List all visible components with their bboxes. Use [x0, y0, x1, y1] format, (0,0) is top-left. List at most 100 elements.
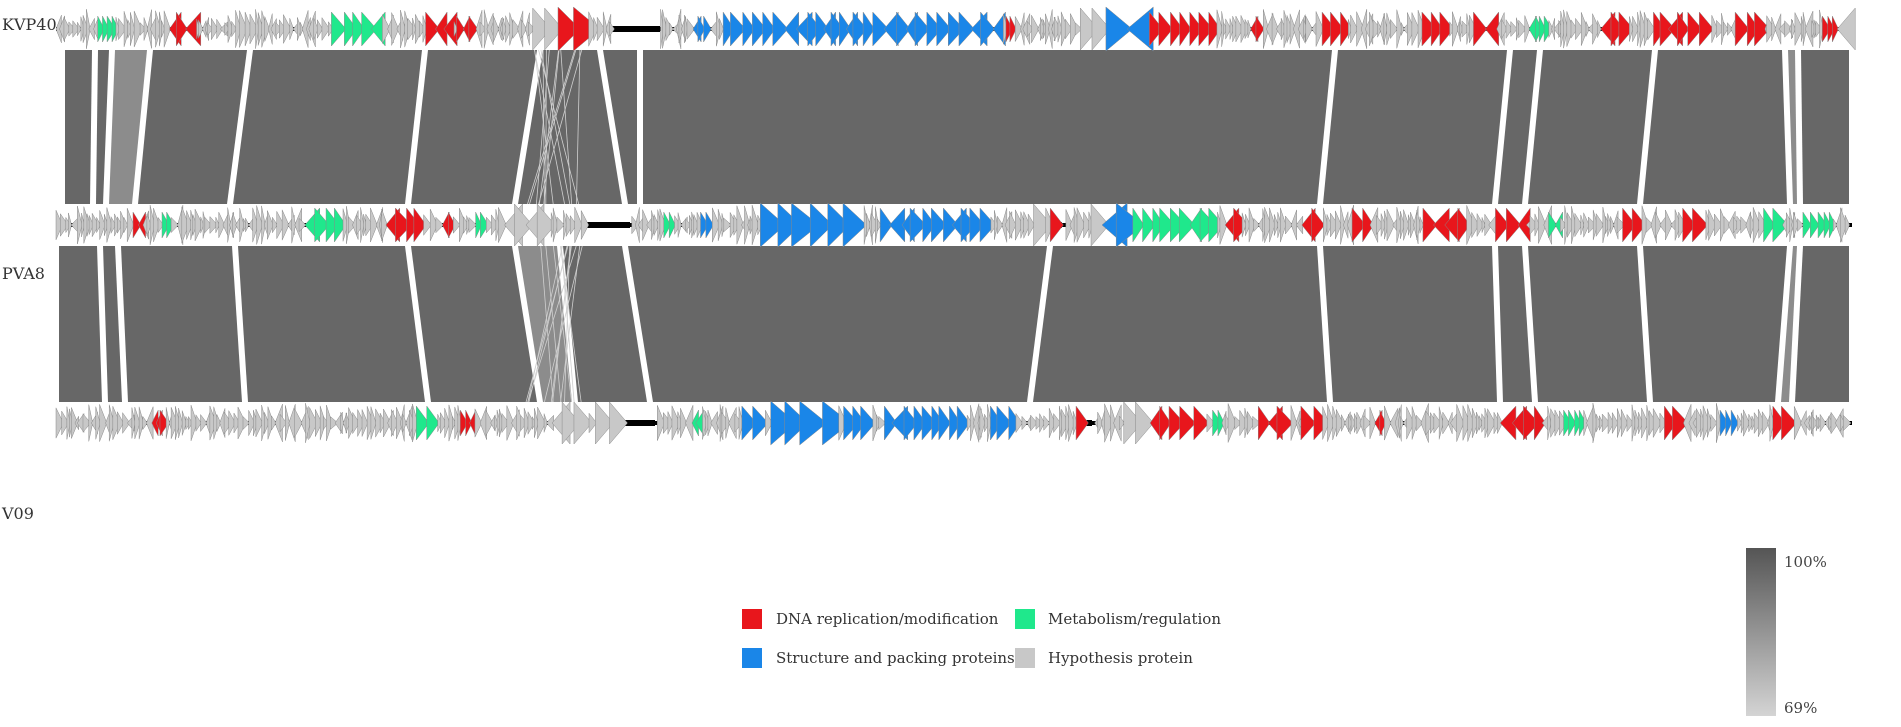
- gene-arrow-hypothetical: [1524, 15, 1531, 43]
- gene-arrow-hypothetical: [1757, 409, 1765, 437]
- gene-arrow-annotated: [815, 11, 829, 47]
- gene-arrow-annotated: [1659, 11, 1676, 47]
- gene-arrow-hypothetical: [595, 401, 614, 445]
- gene-arrow-hypothetical: [1793, 406, 1802, 440]
- identity-scale-bar: [1746, 548, 1776, 716]
- gene-arrow-annotated: [1653, 11, 1666, 47]
- gene-arrow-hypothetical: [448, 404, 455, 442]
- genome-label-pva8: PVA8: [2, 264, 45, 283]
- gene-arrow-annotated: [1208, 207, 1224, 243]
- gene-arrow-annotated: [741, 405, 757, 441]
- rearrangement-line: [564, 245, 571, 403]
- gene-arrow-hypothetical: [192, 214, 197, 236]
- gene-arrow-annotated: [97, 15, 105, 43]
- gene-arrow-hypothetical: [323, 415, 329, 431]
- gene-arrow-annotated: [1311, 207, 1325, 243]
- gene-arrow-hypothetical: [382, 14, 391, 44]
- gene-arrow-hypothetical: [1020, 211, 1026, 239]
- gene-arrow-hypothetical: [1386, 12, 1392, 46]
- gene-arrow-hypothetical: [1707, 408, 1712, 438]
- gene-arrow-hypothetical: [561, 401, 581, 445]
- gene-arrow-annotated: [921, 405, 937, 441]
- gene-arrow-hypothetical: [1348, 19, 1352, 39]
- gene-arrow-annotated: [1533, 405, 1546, 441]
- rearrangement-line: [560, 245, 581, 403]
- gene-arrow-hypothetical: [1425, 410, 1434, 436]
- gene-arrow-hypothetical: [1033, 203, 1052, 247]
- gene-arrow-hypothetical: [1510, 20, 1518, 38]
- gene-arrow-hypothetical: [267, 210, 274, 240]
- gene-arrow-hypothetical: [1356, 11, 1365, 47]
- gene-arrow-hypothetical: [1217, 212, 1222, 238]
- gene-arrow-annotated: [1132, 207, 1145, 243]
- gene-arrow-annotated: [175, 11, 188, 47]
- gene-arrow-hypothetical: [1751, 415, 1756, 431]
- gene-arrow-hypothetical: [1819, 413, 1827, 433]
- gene-arrow-hypothetical: [1229, 18, 1234, 40]
- gene-arrow-hypothetical: [1652, 408, 1662, 438]
- legend-swatch-dna: [742, 609, 762, 629]
- gene-arrow-hypothetical: [1753, 411, 1762, 435]
- gene-arrow-hypothetical: [1592, 403, 1598, 443]
- gene-arrow-annotated: [456, 15, 465, 43]
- gene-arrow-hypothetical: [609, 401, 628, 445]
- gene-arrow-hypothetical: [1119, 415, 1125, 431]
- gene-arrow-hypothetical: [691, 211, 696, 239]
- gene-arrow-hypothetical: [523, 407, 530, 439]
- gene-arrow-annotated: [949, 405, 962, 441]
- genome-track-v09: [55, 400, 1852, 446]
- gene-arrow-hypothetical: [267, 406, 274, 440]
- gene-arrow-hypothetical: [415, 14, 423, 44]
- gene-arrow-annotated: [334, 207, 347, 243]
- rearrangement-line: [529, 49, 577, 205]
- gene-arrow-hypothetical: [609, 20, 615, 38]
- rearrangement-line: [538, 49, 580, 205]
- gene-arrow-hypothetical: [1716, 19, 1725, 39]
- gene-arrow-hypothetical: [1216, 9, 1223, 49]
- gene-arrow-hypothetical: [1599, 415, 1604, 431]
- gene-arrow-annotated: [1832, 15, 1839, 43]
- gene-arrow-hypothetical: [1515, 17, 1521, 41]
- gene-arrow-hypothetical: [204, 216, 212, 234]
- gene-arrow-hypothetical: [1471, 211, 1480, 239]
- gene-arrow-hypothetical: [532, 7, 552, 51]
- gene-arrow-hypothetical: [321, 16, 330, 42]
- gene-arrow-hypothetical: [721, 411, 729, 435]
- gene-arrow-hypothetical: [1091, 7, 1111, 51]
- gene-arrow-annotated: [1193, 405, 1210, 441]
- gene-arrow-annotated: [705, 211, 714, 239]
- gene-arrow-hypothetical: [1830, 411, 1839, 435]
- gene-arrow-hypothetical: [677, 212, 682, 238]
- gene-arrow-annotated: [1719, 409, 1729, 437]
- gene-arrow-hypothetical: [72, 20, 80, 38]
- gene-arrow-annotated: [1430, 11, 1444, 47]
- gene-arrow-hypothetical: [117, 411, 124, 435]
- gene-arrow-hypothetical: [1632, 16, 1639, 42]
- gene-arrow-hypothetical: [1403, 209, 1410, 241]
- gene-arrow-hypothetical: [574, 206, 583, 244]
- gene-arrow-hypothetical: [328, 21, 334, 37]
- gene-arrow-annotated: [700, 211, 709, 239]
- gene-arrow-annotated: [1233, 207, 1249, 243]
- gene-arrow-annotated: [111, 15, 119, 43]
- gene-arrow-hypothetical: [516, 406, 524, 440]
- gene-arrow-annotated: [1763, 207, 1776, 243]
- gene-arrow-hypothetical: [1452, 11, 1459, 47]
- gene-arrow-hypothetical: [1088, 211, 1093, 239]
- rearrangement-line: [542, 49, 545, 205]
- gene-arrow-hypothetical: [86, 9, 91, 49]
- gene-arrow-hypothetical: [252, 207, 259, 243]
- rearrangement-line: [527, 245, 577, 403]
- gene-arrow-hypothetical: [527, 410, 535, 436]
- gene-arrow-hypothetical: [340, 412, 345, 434]
- gene-arrow-hypothetical: [1073, 207, 1080, 243]
- gene-arrow-hypothetical: [309, 407, 318, 439]
- gene-arrow-hypothetical: [1219, 205, 1228, 245]
- gene-arrow-hypothetical: [520, 414, 528, 432]
- gene-arrow-hypothetical: [1372, 19, 1382, 39]
- gene-arrow-annotated: [1217, 409, 1225, 437]
- gene-arrow-hypothetical: [521, 18, 527, 40]
- identity-scale-max-label: 100%: [1784, 553, 1827, 571]
- gene-arrow-hypothetical: [297, 17, 302, 41]
- gene-arrow-hypothetical: [506, 405, 515, 441]
